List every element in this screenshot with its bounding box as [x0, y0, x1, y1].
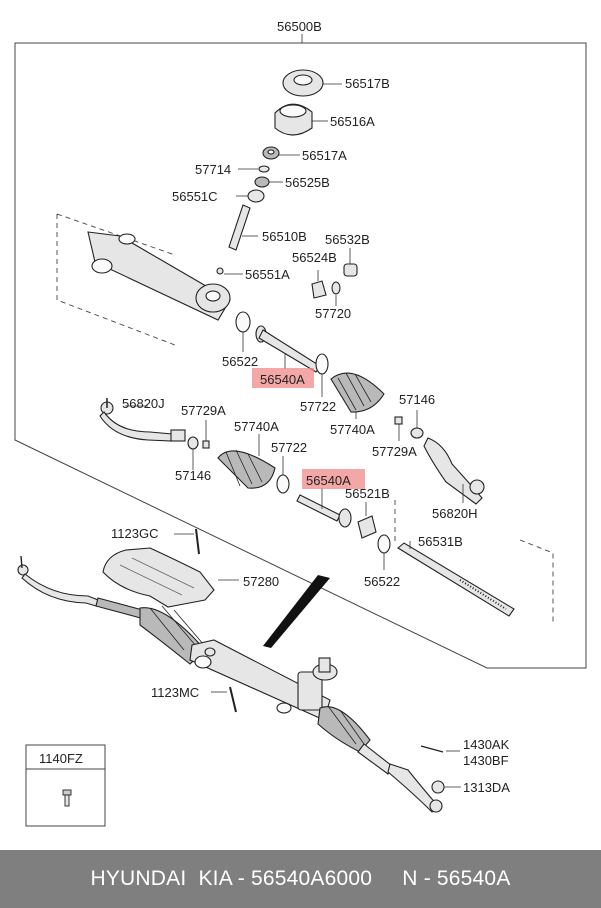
- highlight-56540A-mid: [302, 469, 365, 489]
- part-label-57720: 57720: [315, 306, 351, 321]
- part-label-56820J: 56820J: [122, 396, 165, 411]
- part-label-56521B: 56521B: [345, 486, 390, 501]
- pointer-arrow: [263, 575, 330, 648]
- part-label-56524B: 56524B: [292, 250, 337, 265]
- part-label-1123GC: 1123GC: [111, 526, 158, 541]
- highlight-56540A-top: [252, 368, 314, 388]
- tie-rod-end-right-part: [423, 437, 485, 505]
- part-label-56522-bottom: 56522: [364, 574, 400, 589]
- steering-gear-assembly: [17, 555, 443, 813]
- part-label-56540A-mid: 56540A: [306, 473, 351, 488]
- inset-box: 1140FZ: [25, 744, 106, 827]
- inner-tie-rod-part: [255, 325, 321, 373]
- part-label-56510B: 56510B: [262, 229, 307, 244]
- cotter-pin-part: [420, 745, 460, 753]
- tie-rod-end-left-part: [99, 398, 186, 442]
- footer-bar: HYUNDAI KIA - 56540A6000 N - 56540A: [0, 850, 601, 908]
- heat-shield-part: [102, 547, 239, 608]
- footer-text: HYUNDAI KIA - 56540A6000 N - 56540A: [90, 867, 511, 890]
- inner-tie-rod-mid-part: [296, 488, 352, 528]
- nut-part: [236, 189, 265, 203]
- boot-part-top: [330, 372, 385, 419]
- part-label-56525B: 56525B: [285, 175, 330, 190]
- assembly-label: 56500B: [277, 19, 322, 34]
- part-label-1430AK: 1430AK: [463, 737, 510, 752]
- rack-bar-outline: [394, 500, 554, 624]
- upper-cover-part: [282, 69, 342, 97]
- part-label-57714: 57714: [195, 162, 231, 177]
- bearing-cover-part: [274, 103, 328, 136]
- part-label-57722-left: 57722: [271, 440, 307, 455]
- part-label-57146-left: 57146: [175, 468, 211, 483]
- part-label-57722-top: 57722: [300, 399, 336, 414]
- assembly-frame: [14, 42, 587, 669]
- part-label-56522-top: 56522: [222, 354, 258, 369]
- bolt-icon: [62, 789, 72, 807]
- seal-part: [254, 176, 283, 188]
- part-label-57740A-right: 57740A: [330, 422, 375, 437]
- part-label-56540A-top: 56540A: [260, 372, 305, 387]
- part-label-57729A-right: 57729A: [372, 444, 417, 459]
- part-label-1313DA: 1313DA: [463, 780, 510, 795]
- part-label-56551C: 56551C: [172, 189, 218, 204]
- part-label-56532B: 56532B: [325, 232, 370, 247]
- part-label-57146-right: 57146: [399, 392, 435, 407]
- rack-housing-outline: [56, 213, 176, 346]
- part-label-56820H: 56820H: [432, 506, 478, 521]
- castle-nut-part: [431, 780, 461, 794]
- parts-diagram: 56500B: [14, 19, 587, 827]
- o-ring-part: [235, 311, 251, 333]
- boot-part-mid: [217, 434, 276, 489]
- part-label-57280: 57280: [243, 574, 279, 589]
- part-label-56516A: 56516A: [330, 114, 375, 129]
- pinion-shaft-part: [228, 204, 258, 251]
- part-label-56551A: 56551A: [245, 267, 290, 282]
- part-label-56517B: 56517B: [345, 76, 390, 91]
- rack-bar-part: [397, 541, 515, 617]
- rack-housing-part: [87, 231, 231, 321]
- part-label-56517A: 56517A: [302, 148, 347, 163]
- part-label-57740A-left: 57740A: [234, 419, 279, 434]
- inset-label: 1140FZ: [39, 751, 83, 766]
- part-label-56531B: 56531B: [418, 534, 463, 549]
- part-label-57729A-left: 57729A: [181, 403, 226, 418]
- ring-part: [262, 146, 300, 160]
- part-label-1430BF: 1430BF: [463, 753, 509, 768]
- part-label-1123MC: 1123MC: [151, 685, 199, 700]
